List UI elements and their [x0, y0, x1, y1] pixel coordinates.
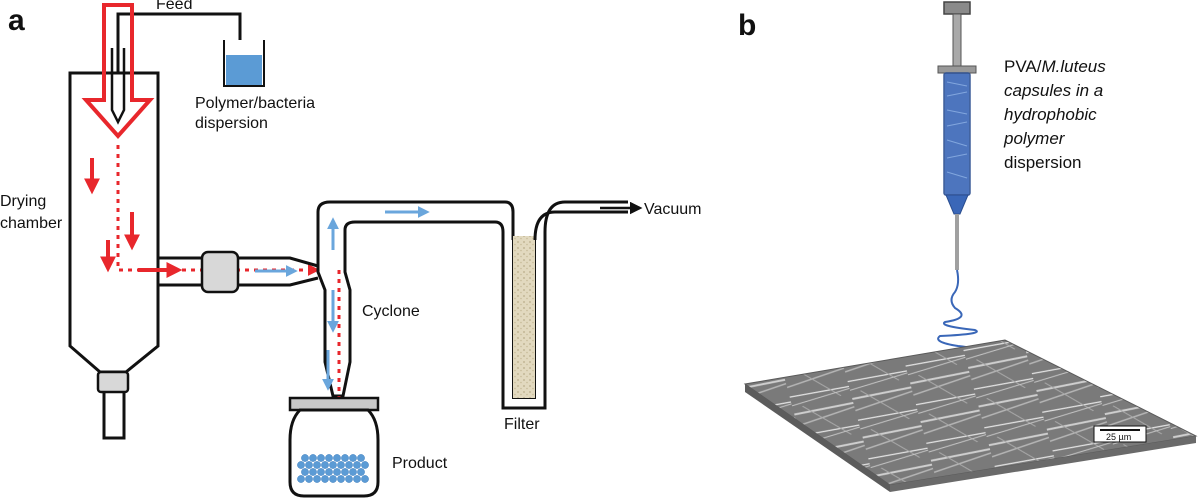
vacuum-pipe-outer	[543, 200, 628, 233]
feed-label: Feed	[156, 0, 192, 13]
vacuum-label: Vacuum	[644, 201, 702, 218]
vacuum-pipe-inner	[533, 210, 628, 241]
pipe-coupling	[200, 250, 240, 294]
hot-air-inlet-arrow	[81, 3, 155, 140]
caption-line1-plain: PVA/	[1004, 57, 1042, 76]
spray-nozzle	[110, 48, 126, 125]
filter-label: Filter	[504, 416, 540, 433]
drying-label-line1: Drying	[0, 193, 46, 210]
syringe	[937, 1, 977, 270]
caption-line4: polymer	[1003, 129, 1066, 148]
caption-line1-italic: M.luteus	[1041, 57, 1106, 76]
chamber-outlet-pipe	[102, 392, 126, 440]
feed-line	[116, 12, 242, 75]
panel-b-letter: b	[738, 9, 756, 42]
filter-u-tube	[501, 232, 547, 410]
dispersion-label-line1: Polymer/bacteria	[195, 95, 315, 112]
product-label: Product	[392, 455, 448, 472]
caption-line5: dispersion	[1004, 153, 1082, 172]
fiber-mat: 25 µm	[743, 339, 1198, 492]
exhaust-pipe-outer	[316, 200, 515, 240]
panel-a: a Feed Polymer/bacteria dispersion Dryin…	[0, 0, 702, 498]
cyclone-label: Cyclone	[362, 303, 420, 320]
product-jar	[288, 408, 380, 498]
chamber-connector	[96, 370, 130, 394]
product-jar-lid	[288, 396, 380, 412]
filter-element	[513, 236, 535, 398]
scale-bar-label: 25 µm	[1106, 432, 1131, 442]
drying-label-line2: chamber	[0, 215, 63, 232]
panel-a-letter: a	[8, 4, 25, 37]
product-particles	[297, 454, 369, 483]
drying-chamber	[68, 71, 160, 374]
dispersion-beaker	[223, 40, 265, 87]
caption-line1: PVA/M.luteus	[1004, 57, 1106, 76]
panel-b: b 25 µm PVA/M.	[738, 1, 1198, 492]
exhaust-pipe-inner	[343, 220, 505, 233]
caption-line2: capsules in a	[1004, 81, 1103, 100]
caption-line3: hydrophobic	[1004, 105, 1097, 124]
dispersion-label-line2: dispersion	[195, 115, 268, 132]
